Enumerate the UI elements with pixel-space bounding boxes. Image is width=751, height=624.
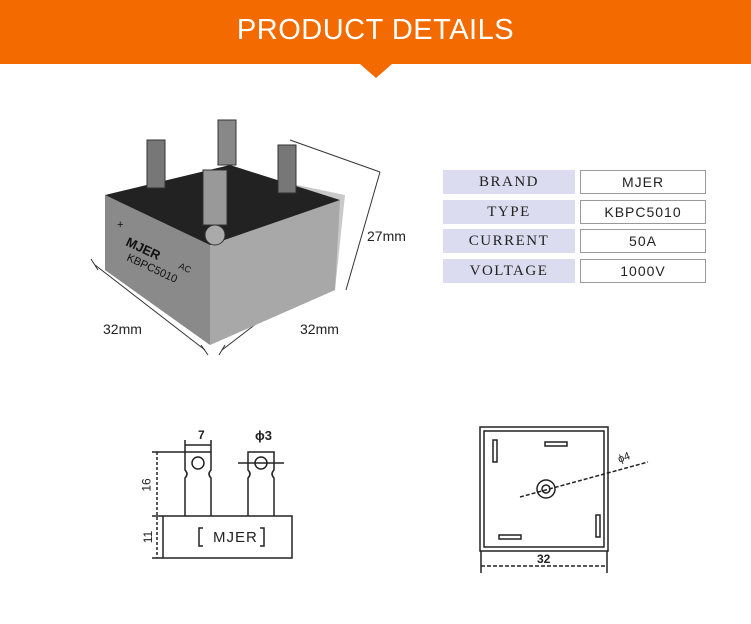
svg-text:AC: AC <box>177 261 193 276</box>
dim-width: 32mm <box>103 321 142 337</box>
dim-depth: 32mm <box>300 321 339 337</box>
top-width-label: 32 <box>537 552 551 566</box>
drawing-brand-label: MJER <box>213 529 258 546</box>
body-height-label: 11 <box>141 530 156 544</box>
header-banner: PRODUCT DETAILS <box>0 0 751 64</box>
spec-value: MJER <box>580 170 706 194</box>
spec-label: BRAND <box>443 170 575 194</box>
product-image: MJER AC KBPC5010 + <box>90 119 381 356</box>
hole-label-side: ϕ3 <box>255 428 272 443</box>
dim-height: 27mm <box>367 228 406 244</box>
top-view-drawing <box>479 426 649 573</box>
terminal-height-label: 16 <box>139 478 154 492</box>
svg-text:+: + <box>117 219 123 231</box>
spec-value: 50A <box>580 229 706 253</box>
banner-pointer <box>360 64 392 78</box>
spec-value: KBPC5010 <box>580 199 706 224</box>
spec-label: VOLTAGE <box>443 258 575 283</box>
spec-label: CURRENT <box>443 229 575 253</box>
terminal-width-label: 7 <box>198 428 205 442</box>
side-view-drawing <box>152 440 293 559</box>
spec-value: 1000V <box>580 258 706 283</box>
page-title: PRODUCT DETAILS <box>236 14 515 46</box>
spec-label: TYPE <box>443 199 575 224</box>
